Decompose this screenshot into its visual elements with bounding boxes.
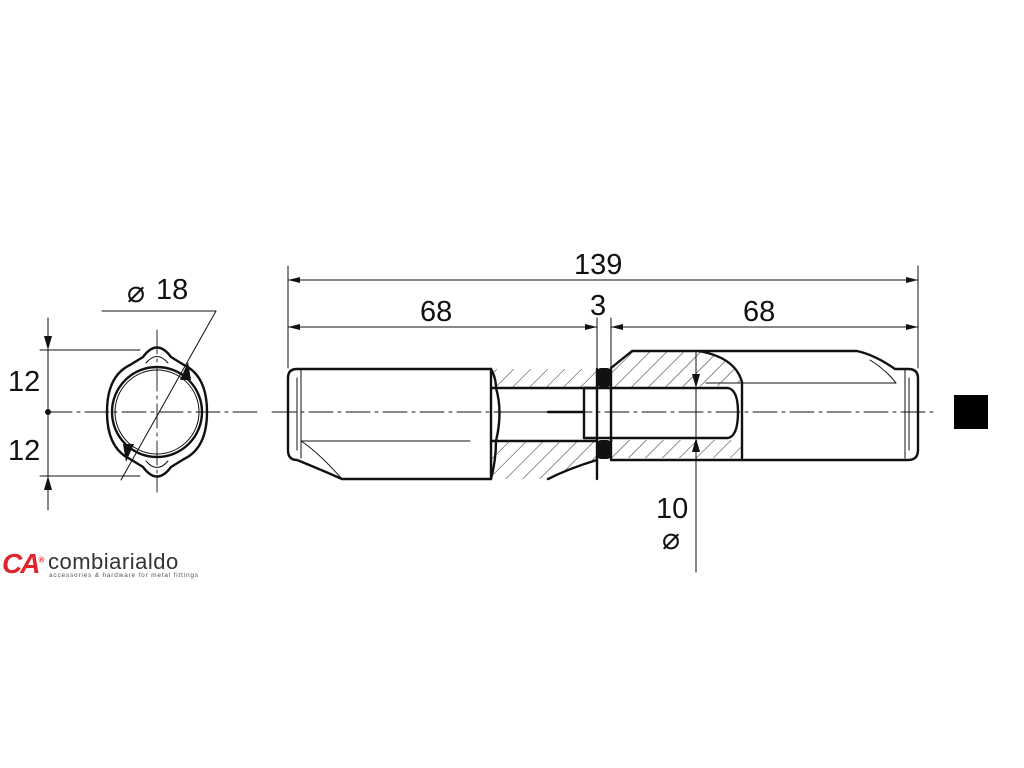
left-sleeve-break-line [489, 367, 501, 481]
end-view-circle-inner [114, 369, 200, 455]
left-length-label: 68 [420, 296, 452, 328]
diameter-label: 18 [156, 274, 188, 306]
right-body-section-boundary [696, 349, 744, 460]
right-body-outline [609, 349, 920, 462]
washer-top [597, 368, 611, 387]
left-sleeve-taper [546, 458, 599, 481]
logo-tagline: accessories & hardware for metal fitting… [49, 572, 199, 579]
end-view: ⌀ 18 12 12 [8, 274, 261, 511]
pin-diameter-symbol: ⌀ [662, 522, 680, 557]
overall-length-label: 139 [574, 249, 622, 281]
logo-name: combiarialdo [48, 549, 179, 574]
pin-outline [582, 386, 740, 440]
side-view: 139 68 3 68 [271, 249, 936, 573]
diameter-symbol: ⌀ [127, 275, 145, 310]
right-body-bottom-section [611, 440, 742, 458]
gap-label: 3 [590, 290, 606, 322]
left-body-outline [286, 367, 493, 481]
brand-logo: CA® combiarialdo accessories & hardware … [0, 545, 240, 585]
end-view-circle [110, 365, 204, 459]
right-body-top-section [611, 351, 742, 387]
washer-bottom [597, 440, 611, 459]
right-length-label: 68 [743, 296, 775, 328]
lower-dim-arrow [44, 476, 52, 490]
upper-dim-arrow [44, 336, 52, 350]
left-sleeve-bore [489, 386, 599, 443]
lower-half-label: 12 [8, 435, 40, 467]
type-marker-square [954, 395, 988, 429]
end-view-lobed-profile [105, 346, 209, 478]
pin-diameter-arrow-bottom [692, 438, 700, 452]
upper-half-label: 12 [8, 366, 40, 398]
left-sleeve-bottom-section [491, 441, 597, 479]
left-sleeve-top-section [491, 369, 597, 388]
diameter-leader-diagonal [120, 310, 217, 481]
end-view-top-lobe-inner [145, 356, 169, 364]
left-body-flat-taper [300, 440, 343, 480]
pin-diameter-label: 10 [656, 493, 688, 525]
diameter-arrow-bottom [123, 444, 134, 462]
logo-mark: CA® [2, 548, 44, 579]
pin-diameter-arrow-top [692, 374, 700, 388]
right-body-flat-taper [869, 359, 897, 384]
diameter-arrow-top [180, 362, 191, 380]
end-view-bottom-lobe-inner [145, 460, 169, 468]
